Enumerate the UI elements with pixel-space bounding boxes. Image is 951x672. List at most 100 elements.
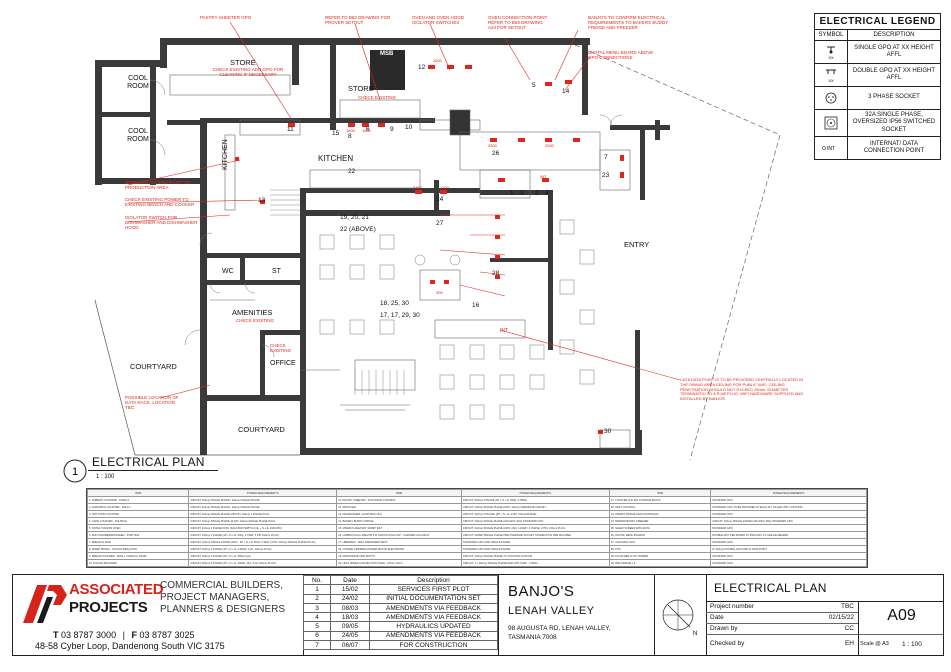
tag-1: 1 — [510, 190, 514, 197]
schedule-col-power: POWER REQUIREMENTS — [710, 489, 867, 497]
title-block: ASSOCIATED PROJECTS COMMERCIAL BUILDERS,… — [12, 574, 944, 656]
height-label: 2500 — [545, 143, 554, 148]
fax-number: 03 8787 3025 — [139, 630, 195, 640]
height-label: 1800 — [346, 128, 355, 133]
note-check-existing-office: CHECK EXISTING — [270, 343, 292, 354]
room-st: ST — [272, 268, 281, 275]
ip56-socket-icon — [815, 110, 848, 136]
note-digital-menu: DIGITAL MENU BOARD ABOVE GPO CONNECTIONS — [588, 50, 654, 61]
schedule-cell: 18. COFFEE GRINDER MAZZER MAJOR ELECTRON… — [336, 545, 462, 553]
phone-label: T — [53, 630, 59, 640]
revision-date: 08/03 — [330, 602, 370, 614]
fax-label: F — [131, 630, 137, 640]
plan-title-rule — [88, 470, 218, 471]
schedule-cell: 29. PLUGFREE AUTO TAMPER — [608, 552, 712, 560]
schedule-cell: CIRCUIT: 20amp SINGLE PHASE / 10amp SING… — [188, 503, 338, 511]
schedule-cell: 14. BAKERY BUDDY FRIDGE — [336, 517, 462, 525]
legend-description: 3 PHASE SOCKET — [868, 94, 920, 101]
legend-title: ELECTRICAL LEGEND — [815, 14, 940, 30]
tag-int: INT — [500, 328, 509, 334]
schedule-cell: CIRCUIT: 20Amp 3 PHASE (3P + N + E, 500g… — [188, 531, 338, 539]
tag-15: 15 — [332, 130, 340, 137]
schedule-cell: 26. DIGITAL MENU BOARDS — [608, 531, 712, 539]
company-tagline-2: PROJECT MANAGERS, — [160, 592, 270, 603]
schedule-cell: CIRCUIT: 20Amp 3 PHASE (3P + N + E, 500g… — [460, 496, 610, 504]
revision-no: 4 — [303, 612, 331, 623]
company-name-2: PROJECTS — [69, 599, 148, 616]
schedule-cell: 17. UBERMILK - MILK DISPENSER SETS — [336, 538, 462, 546]
double-gpo-icon: XX — [815, 64, 848, 86]
tag-26: 26 — [492, 150, 500, 157]
tag-22: 22 — [348, 168, 356, 175]
schedule-cell: CIRCUIT: 16Amp SINGLE PHASE (220V - 3P +… — [188, 538, 338, 546]
tag-10: 10 — [405, 124, 413, 131]
sheet-block: N ELECTRICAL PLAN Project number TBC Dat… — [654, 575, 943, 655]
room-msb: MSB — [380, 51, 394, 57]
schedule-cell: DOUBLE GPO PER BOARD AT 2500 AFFL TO CEI… — [710, 531, 867, 539]
revision-no: 6 — [303, 630, 331, 642]
revision-col-date: Date — [330, 574, 370, 586]
legend-row: XX DOUBLE GPO AT XX HEIGHT AFFL — [815, 64, 940, 87]
sheet-title-rule — [706, 601, 943, 602]
schedule-cell: CIRCUIT: 20Amp SINGLE PHASE (220-240V, 9… — [460, 517, 610, 525]
schedule-cell: CIRCUIT: 20Amp 3 PHASE (3P + N + E, 1000… — [188, 559, 338, 567]
legend-header: SYMBOL DESCRIPTION — [815, 30, 940, 41]
height-label: 300 — [436, 290, 443, 295]
scale-value: 1 : 100 — [902, 641, 922, 648]
room-office: OFFICE — [270, 360, 296, 367]
revision-no: 3 — [303, 602, 331, 614]
company-tagline-3: PLANNERS & DESIGNERS — [160, 604, 286, 615]
height-label: 1200 — [440, 185, 449, 190]
room-amenities: AMENITIES — [232, 308, 273, 317]
schedule-cell: 23. DRINKS FRIDGE AND COURTESAN — [608, 510, 712, 518]
height-label: INT — [540, 174, 547, 179]
project-block: BANJO'S LENAH VALLEY 98 AUGUSTA RD, LENA… — [498, 575, 655, 655]
schedule-cell: STANDARD GPO — [710, 496, 867, 504]
schedule-cell: CIRCUIT: 20Amp 3 PHASE (3P + N + E, 500w… — [188, 552, 338, 560]
checked-by-label: Checked by — [710, 640, 745, 647]
tag-3: 3 — [520, 190, 524, 197]
room-store-1: STORE — [230, 58, 256, 67]
schedule-cell: 19. MICROWAVE 1500 WATTS — [336, 552, 462, 560]
schedule-cell: 15. MIXER PLANETARY 30AMP 20LT — [336, 524, 462, 532]
schedule-cell: STANDARD GPO — [710, 538, 867, 546]
schedule-cell: STANDARD GPO — [710, 552, 867, 560]
sheet-number-rule — [858, 601, 859, 655]
tag-5: 5 — [532, 82, 536, 89]
north-arrow-icon: N — [662, 599, 697, 637]
revision-description: AMENDMENTS VIA FEEDBACK — [369, 612, 498, 623]
schedule-cell: CIRCUIT: 20amp SINGLE PHASE / 10amp SING… — [188, 496, 338, 504]
company-tagline-1: COMMERCIAL BUILDERS, — [160, 580, 283, 591]
single-gpo-icon: XX — [815, 41, 848, 63]
project-name: BANJO'S — [508, 583, 575, 600]
tag-9: 9 — [390, 126, 394, 133]
tag-22-above: 22 (ABOVE) — [340, 226, 376, 233]
schedule-col-item: ITEM — [336, 489, 462, 497]
legend-description: 32A SINGLE PHASE, OVERSIZED IP56 SWITCHE… — [852, 112, 936, 133]
tag-11: 11 — [287, 126, 294, 133]
tag-7: 7 — [604, 154, 608, 161]
schedule-cell: CIRCUIT: 20Amp SINGLE PHASE (220-240V, 9… — [710, 517, 867, 525]
schedule-cell: STANDARD GPO — [710, 524, 867, 532]
plan-title-marker: 1 — [63, 459, 87, 483]
sheet-left-rule — [706, 575, 707, 655]
revision-description: FOR CONSTRUCTION — [369, 640, 498, 651]
plan-title: ELECTRICAL PLAN — [92, 455, 205, 469]
note-refer-b62: REFER TO B62 DRAWING FOR PROVER SETOUT — [325, 15, 391, 26]
checked-by-value: EH — [844, 640, 854, 647]
date-value: 02/15/22 — [828, 614, 854, 621]
room-cool-room-1: COOL ROOM — [127, 75, 149, 90]
schedule-cell: 25. SLEEP SCREEN WITH DATA — [608, 524, 712, 532]
revision-no: 1 — [303, 584, 331, 595]
note-banjos-confirm: BANJO'S TO CONFIRM ELECTRICAL REQUIREMEN… — [588, 15, 669, 31]
schedule-cell: 16. LAMBOOGOO LINEA PB 2 W GROUP HIGH CU… — [336, 531, 462, 539]
tag-13: 13 — [258, 197, 266, 204]
height-label: 2400 — [413, 185, 422, 190]
revision-description: AMENDMENTS VIA FEEDBACK — [369, 630, 498, 642]
revision-date: 09/05 — [330, 621, 370, 632]
